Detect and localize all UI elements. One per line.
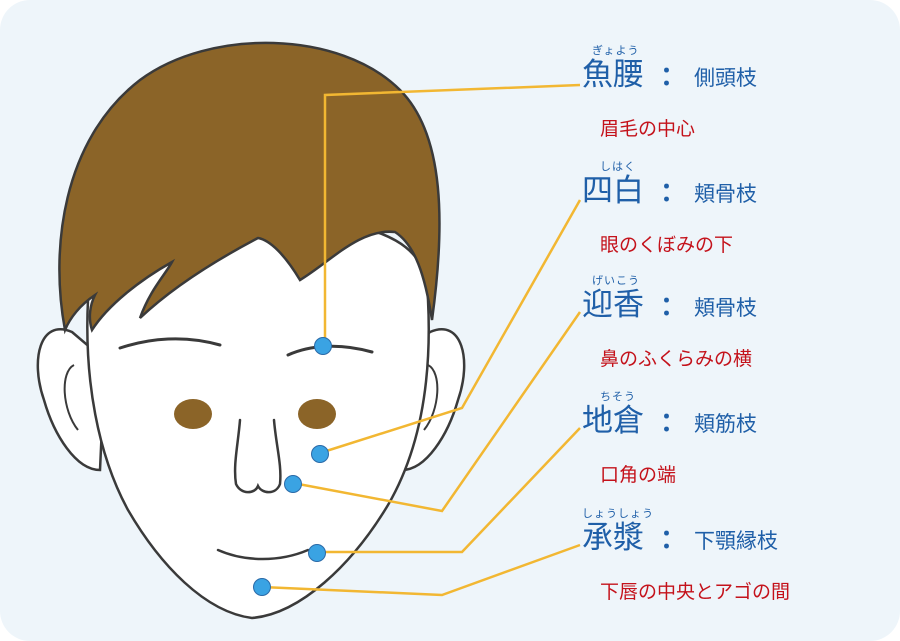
point-shosho [253,578,271,596]
branch-chiso: 頬筋枝 [694,412,757,436]
desc-shihaku: 眼のくぼみの下 [600,234,734,256]
ruby-shosho: しょうしょう [582,507,654,520]
leader-line-gyoyo [323,83,581,346]
colon-chiso: ： [660,408,687,438]
point-chiso [308,544,326,562]
branch-gyoyo: 側頭枝 [694,66,757,90]
right-eye [298,399,336,429]
desc-chiso: 口角の端 [600,464,677,486]
point-name-geiko: 迎香 [582,287,644,323]
desc-geiko: 鼻のふくらみの横 [600,348,753,370]
point-geiko [284,475,302,493]
colon-geiko: ： [660,292,687,322]
point-shihaku [311,445,329,463]
desc-shosho: 下唇の中央とアゴの間 [600,581,791,603]
leader-line-shihaku [319,199,582,455]
ruby-shihaku: しはく [600,160,636,173]
left-ear-inner [63,364,79,431]
colon-shosho: ： [660,525,687,555]
left-eyebrow [118,337,222,350]
nose [233,418,282,494]
point-name-gyoyo: 魚腰 [582,57,644,93]
colon-gyoyo: ： [660,62,687,92]
ruby-chiso: ちそう [600,390,636,403]
colon-shihaku: ： [660,178,687,208]
branch-shihaku: 頬骨枝 [694,182,757,206]
branch-geiko: 頬骨枝 [694,296,757,320]
right-ear-inner [423,364,439,431]
leader-line-geiko [292,311,582,513]
ruby-gyoyo: ぎょよう [592,44,640,57]
point-name-shosho: 承漿 [582,520,644,556]
point-name-chiso: 地倉 [582,403,644,439]
branch-shosho: 下顎縁枝 [694,529,778,553]
leader-lines [261,83,582,597]
ruby-geiko: げいこう [592,274,640,287]
desc-gyoyo: 眉毛の中心 [600,118,696,140]
point-gyoyo [314,337,332,355]
leader-line-shosho [261,543,581,597]
leader-line-chiso [317,427,581,554]
mouth [216,548,310,561]
hair [58,41,441,335]
left-eye [174,399,212,429]
point-name-shihaku: 四白 [582,173,644,209]
